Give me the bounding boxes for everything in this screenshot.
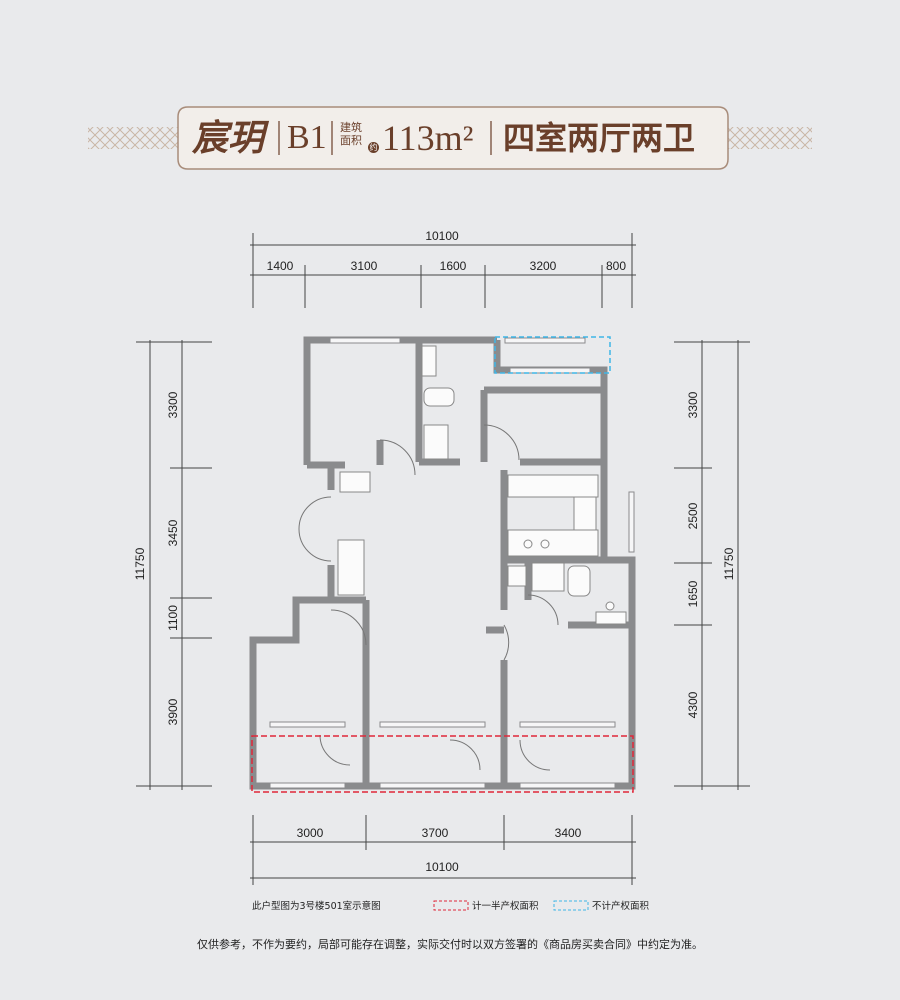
dim-bottom-3: 3400: [555, 826, 582, 840]
dim-left-1: 3300: [166, 391, 180, 418]
legend-half-area-label: 计一半产权面积: [472, 901, 539, 912]
dim-top-2: 3100: [351, 259, 378, 273]
dim-left-total: 11750: [133, 547, 147, 580]
dim-top-1: 1400: [267, 259, 294, 273]
dim-right-3: 1650: [686, 580, 700, 607]
stove-counter: [507, 529, 599, 557]
basin: [423, 424, 449, 460]
area-label-line1: 建筑: [340, 121, 362, 134]
area-label-line2: 面积: [340, 134, 362, 147]
dim-right-4: 4300: [686, 691, 700, 718]
shower: [421, 345, 437, 377]
dim-right-2: 2500: [686, 502, 700, 529]
kitchen-counter: [507, 474, 599, 498]
toilet-2: [567, 565, 591, 597]
storage-cabinet: [337, 539, 365, 596]
dimension-labels: 10100 1400 3100 1600 3200 800 3000 3700 …: [133, 229, 736, 874]
burner-1: [523, 539, 533, 549]
dim-bottom-total: 10100: [425, 860, 459, 874]
washer-counter: [595, 611, 627, 625]
unit-type: B1: [287, 119, 327, 156]
right-ornament: [727, 127, 812, 149]
fixtures: [337, 345, 627, 625]
dim-left-4: 3900: [166, 698, 180, 725]
legend-excluded-area-label: 不计产权面积: [592, 901, 650, 912]
plan-caption: 此户型图为3号楼501室示意图: [252, 901, 381, 912]
area-label-suffix: 约: [368, 142, 379, 153]
half-area-zone: [251, 735, 634, 793]
project-name: 宸玥: [192, 117, 265, 159]
dim-left-2: 3450: [166, 519, 180, 546]
windows: [269, 337, 635, 789]
dim-bottom-2: 3700: [422, 826, 449, 840]
floor-drain: [605, 601, 615, 611]
dim-left-3: 1100: [166, 605, 180, 631]
area-value: 113m²: [382, 118, 474, 158]
dim-top-4: 3200: [530, 259, 557, 273]
dimension-lines: [136, 233, 750, 885]
basin-2: [531, 562, 565, 592]
title-banner: 宸玥 B1 建筑 面积 约 113m² 四室两厅两卫: [0, 95, 900, 185]
kitchen-sink: [573, 496, 597, 533]
dim-right-1: 3300: [686, 391, 700, 418]
left-ornament: [88, 127, 178, 149]
banner-plate: [177, 106, 729, 170]
doors: [298, 424, 559, 771]
dim-right-total: 11750: [722, 547, 736, 580]
legend-half-area-swatch: [433, 900, 469, 911]
layout-description: 四室两厅两卫: [503, 119, 696, 157]
legend-excluded-area-swatch: [553, 900, 589, 911]
shaft-1: [339, 471, 371, 493]
dim-top-5: 800: [606, 259, 626, 273]
banner-frame: [88, 106, 812, 170]
burner-2: [540, 539, 550, 549]
dim-bottom-1: 3000: [297, 826, 324, 840]
dim-top-3: 1600: [440, 259, 467, 273]
shaft-2: [507, 565, 527, 587]
excluded-area-zone: [494, 336, 611, 374]
toilet: [423, 387, 455, 407]
disclaimer: 仅供参考，不作为要约，局部可能存在调整，实际交付时以双方签署的《商品房买卖合同》…: [197, 938, 703, 951]
walls: [249, 336, 636, 790]
dim-top-total: 10100: [425, 229, 459, 243]
area-label: 建筑 面积: [340, 121, 368, 147]
